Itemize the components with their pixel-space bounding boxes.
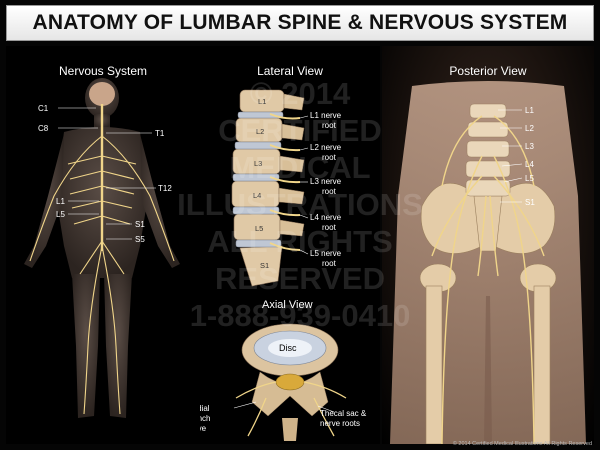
nerve-label-l5-line1: L5 nerve — [310, 249, 342, 258]
nerve-label-l3-line2: root — [322, 187, 337, 196]
copyright-footer: © 2014 Certified Medical Illustrations A… — [452, 441, 592, 447]
label-l1: L1 — [56, 197, 65, 206]
posterior-label-l1: L1 — [525, 106, 534, 115]
lateral-label-l2: L2 — [256, 127, 264, 136]
posterior-label-l2: L2 — [525, 124, 534, 133]
pelvis — [419, 182, 557, 445]
nerve-label-l2-line2: root — [322, 153, 337, 162]
posterior-pointers — [498, 109, 523, 203]
nerve-label-l3-line1: L3 nerve — [310, 177, 342, 186]
lateral-label-l4: L4 — [253, 191, 261, 200]
nerve-network — [29, 104, 175, 415]
medial-branch-line3: nerve — [200, 424, 207, 433]
posterior-view-figure: L1 L2 L3 L4 L5 S1 — [390, 81, 586, 445]
lateral-view-figure: L1 L2 L3 L4 L5 S1 L1 nerve root L2 nerve… — [186, 89, 367, 441]
lumbar-vertebrae — [465, 103, 511, 197]
label-c1: C1 — [38, 104, 49, 113]
label-s1: S1 — [135, 220, 145, 229]
nervous-system-panel: Nervous System — [6, 46, 200, 444]
nervous-system-title: Nervous System — [58, 64, 148, 78]
posterior-label-l3: L3 — [525, 142, 534, 151]
nerve-label-l4-line2: root — [322, 223, 337, 232]
axial-view-title: Axial View — [262, 299, 313, 311]
nervous-system-figure: C1 C8 T1 T12 L1 L5 S1 S5 — [24, 78, 180, 418]
posterior-view-panel: Posterior View — [382, 46, 594, 445]
page-title: ANATOMY OF LUMBAR SPINE & NERVOUS SYSTEM — [32, 11, 568, 34]
lateral-spine: L1 L2 L3 L4 L5 S1 — [231, 89, 305, 287]
label-s5: S5 — [135, 235, 145, 244]
title-bar: ANATOMY OF LUMBAR SPINE & NERVOUS SYSTEM — [6, 5, 594, 41]
posterior-nerves — [431, 115, 545, 445]
axial-pointers — [233, 401, 335, 413]
nerve-label-l2-line1: L2 nerve — [310, 143, 342, 152]
lateral-view-title: Lateral View — [257, 64, 323, 78]
lateral-label-l1: L1 — [258, 97, 266, 106]
medial-branch-line2: branch — [200, 414, 210, 423]
lateral-label-s1: S1 — [260, 261, 269, 270]
lateral-label-l5: L5 — [255, 224, 263, 233]
lateral-label-l3: L3 — [254, 159, 262, 168]
axial-vertebra — [235, 323, 347, 441]
brain — [89, 82, 115, 106]
lateral-axial-panel: Lateral View — [186, 46, 380, 444]
nerve-label-l4-line1: L4 nerve — [310, 213, 342, 222]
posterior-label-l4: L4 — [525, 160, 534, 169]
label-c8: C8 — [38, 124, 49, 133]
nerve-label-l1-line1: L1 nerve — [310, 111, 342, 120]
label-pointers — [58, 107, 156, 240]
posterior-label-l5: L5 — [525, 174, 534, 183]
label-l5: L5 — [56, 210, 65, 219]
thecal-sac-line1: Thecal sac & — [320, 409, 367, 418]
nerve-label-l5-line2: root — [322, 259, 337, 268]
nerve-label-l1-line2: root — [322, 121, 337, 130]
thecal-sac-line2: nerve roots — [320, 419, 360, 428]
medial-branch-line1: Medial — [200, 404, 210, 413]
lateral-pointers — [299, 115, 309, 255]
disc-label: Disc — [279, 343, 297, 353]
label-t12: T12 — [158, 184, 172, 193]
label-t1: T1 — [155, 129, 165, 138]
posterior-label-s1: S1 — [525, 198, 535, 207]
posterior-view-title: Posterior View — [449, 64, 527, 78]
